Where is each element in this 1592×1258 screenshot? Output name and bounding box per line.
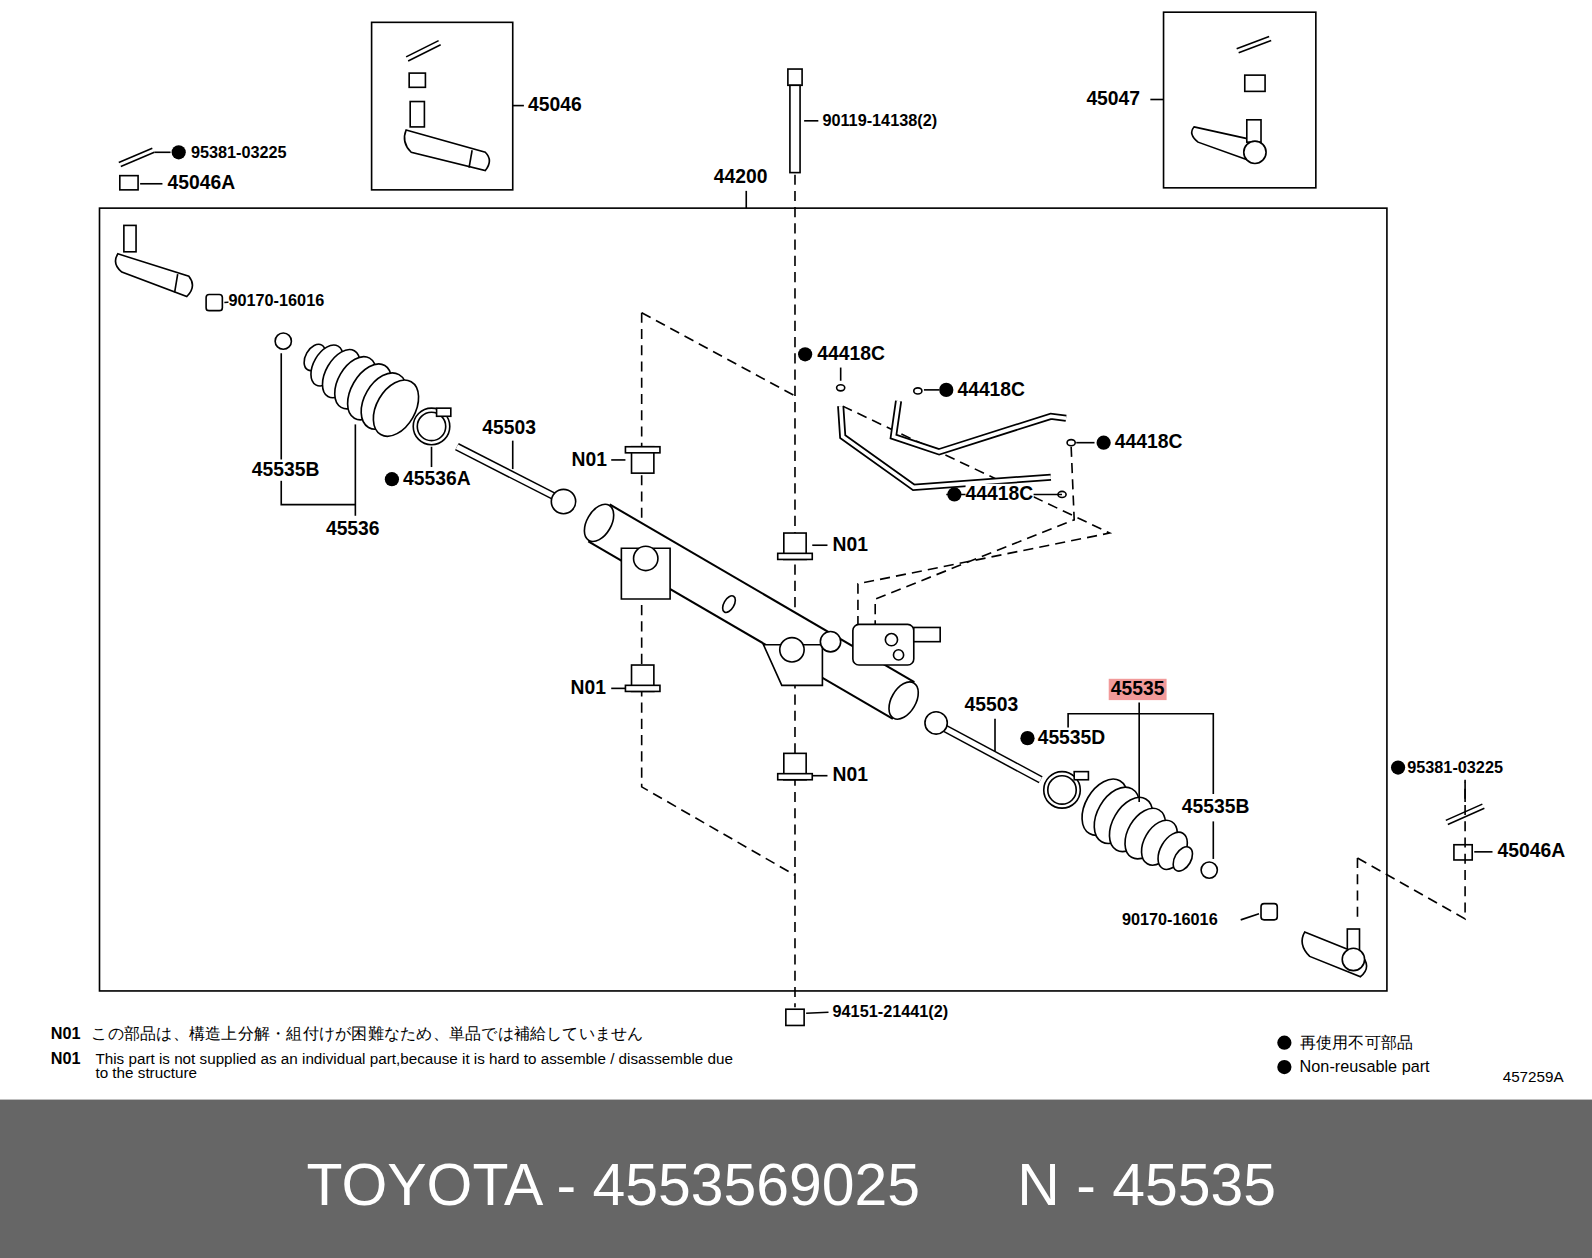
callout-number: N01 bbox=[572, 449, 607, 470]
part-number: 90119-14138(2) bbox=[822, 112, 937, 130]
part-number: 90170-16016 bbox=[1122, 911, 1218, 929]
drawing-number: 457259A bbox=[1503, 1069, 1564, 1086]
part-number: 95381-03225 bbox=[191, 143, 287, 161]
callout-number: 45536A bbox=[403, 469, 471, 490]
callout-number: 45047 bbox=[1086, 89, 1140, 110]
callout-number: N01 bbox=[833, 765, 868, 786]
callout-number: 45535D bbox=[1038, 728, 1106, 749]
note-code: N01 bbox=[51, 1050, 81, 1068]
note-text: This part is not supplied as an individu… bbox=[95, 1052, 735, 1080]
callout-number: 45046A bbox=[1498, 841, 1566, 862]
part-number: 94151-21441(2) bbox=[833, 1002, 949, 1020]
part-number: 95381-03225 bbox=[1407, 759, 1503, 777]
callout-number: 45535B bbox=[1182, 797, 1250, 818]
part-number-banner: N - 45535 bbox=[1017, 1152, 1276, 1217]
callout-number: 45535B bbox=[252, 459, 320, 480]
note-code: N01 bbox=[51, 1025, 81, 1043]
part-number-banner: TOYOTA - 4553569025 bbox=[307, 1152, 920, 1217]
callout-number: 45046A bbox=[168, 173, 236, 194]
highlighted-callout: 45535 bbox=[1109, 679, 1167, 700]
part-number: 90170-16016 bbox=[228, 292, 324, 310]
callout-number: N01 bbox=[833, 535, 868, 556]
legend-text: Non-reusable part bbox=[1300, 1058, 1430, 1076]
callout-number: 45503 bbox=[482, 418, 536, 439]
callout-number: 44418C bbox=[966, 484, 1034, 505]
callout-number: 44418C bbox=[957, 379, 1025, 400]
callout-number: 45536 bbox=[326, 518, 380, 539]
callout-number: 45503 bbox=[965, 695, 1019, 716]
legend-text: 再使用不可部品 bbox=[1300, 1034, 1414, 1052]
callout-number: 44418C bbox=[817, 344, 885, 365]
callout-number: N01 bbox=[571, 678, 606, 699]
callout-number: 44200 bbox=[714, 167, 768, 188]
callout-number: 44418C bbox=[1115, 432, 1183, 453]
callout-number: 45046 bbox=[528, 95, 582, 116]
note-text: この部品は、構造上分解・組付けが困難なため、単品では補給していません bbox=[91, 1025, 643, 1043]
